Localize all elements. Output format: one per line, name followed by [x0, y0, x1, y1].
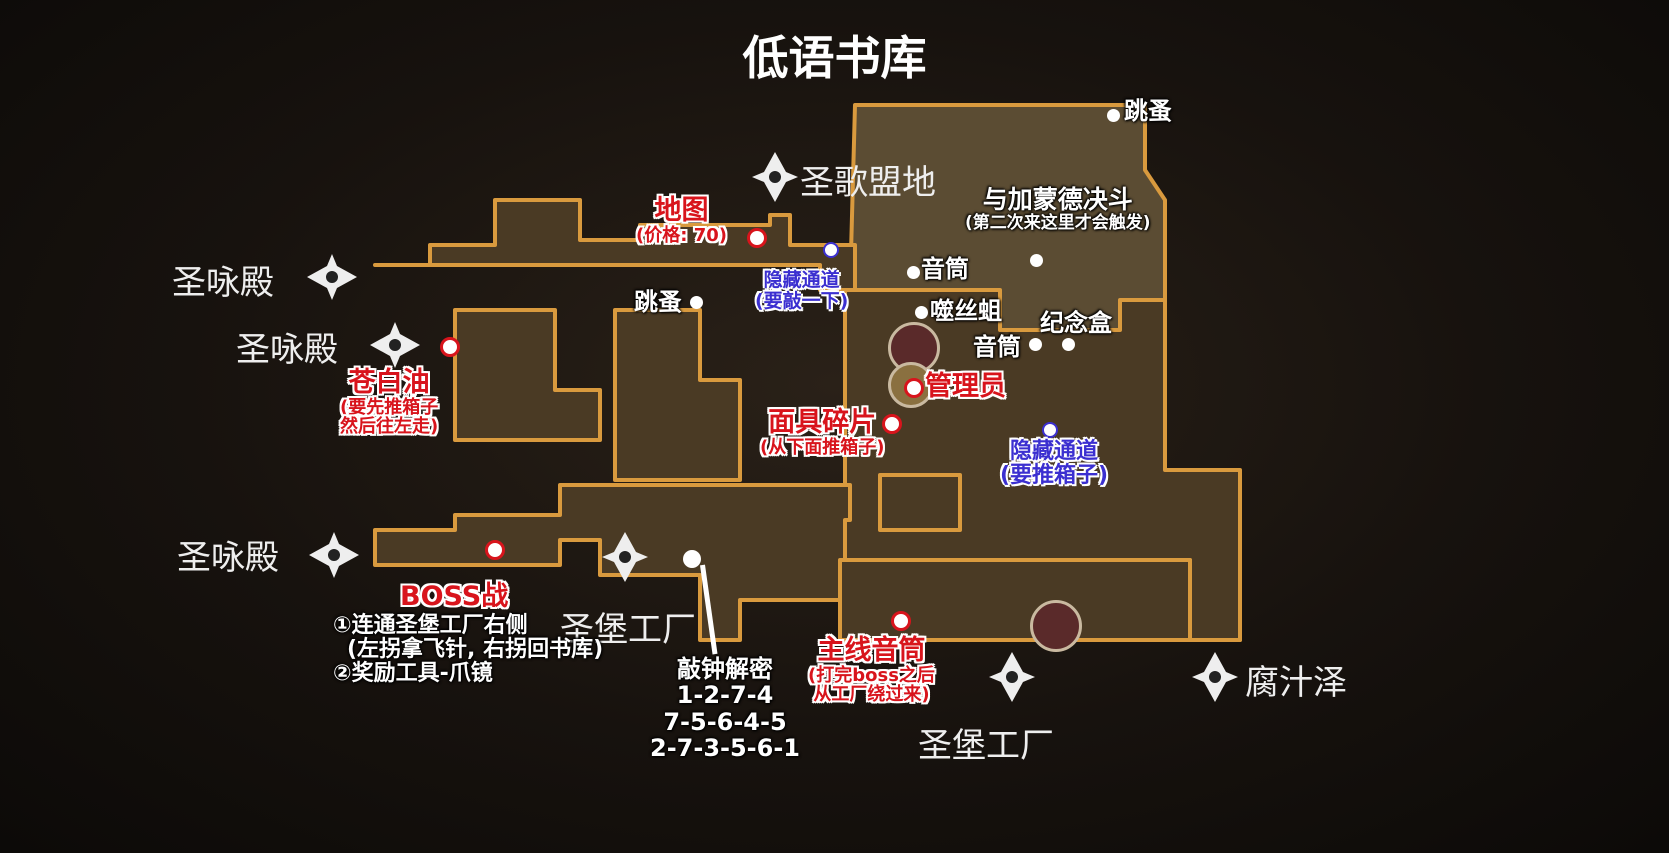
boss-note-1: ①连通圣堡工厂右侧: [333, 613, 528, 638]
boss-title: BOSS战: [400, 581, 509, 612]
hidden-2-title: 隐藏通道: [1010, 439, 1099, 464]
area-hall-1: 圣咏殿: [172, 263, 274, 303]
duel-title: 与加蒙德决斗: [982, 185, 1133, 214]
boss-note-3: ②奖励工具-爪镜: [333, 661, 493, 687]
map-left-room: [453, 308, 602, 442]
bell-seq-3: 2-7-3-5-6-1: [650, 734, 800, 763]
main-cylinder-note-2: 从工厂绕过来): [813, 684, 930, 706]
bell-puzzle-label: 敲钟解密 1-2-7-4 7-5-6-4-5 2-7-3-5-6-1: [650, 656, 800, 762]
pale-oil-label: 苍白油 (要先推箱子 然后往左走): [340, 368, 438, 437]
transition-icon[interactable]: [307, 528, 361, 582]
main-cylinder-title: 主线音筒: [817, 635, 926, 666]
area-hall-3: 圣咏殿: [177, 538, 279, 578]
hidden-passage-dot: [823, 242, 839, 258]
cylinder-2-label: 音筒: [973, 333, 1021, 361]
marker-dot: [915, 306, 928, 319]
marker-dot: [1062, 338, 1075, 351]
pale-oil-dot: [440, 337, 460, 357]
duel-note: (第二次来这里才会触发): [965, 212, 1151, 233]
marker-dot: [1107, 109, 1120, 122]
silk-maggot-label: 噬丝蛆: [930, 297, 1002, 325]
bench-icon: [1030, 600, 1082, 652]
hidden-1-title: 隐藏通道: [763, 269, 840, 291]
bell-title: 敲钟解密: [677, 655, 773, 683]
mask-shard-title: 面具碎片: [768, 407, 877, 438]
page-title: 低语书库: [742, 31, 927, 85]
area-factory-2: 圣堡工厂: [918, 726, 1054, 766]
marker-dot: [907, 266, 920, 279]
main-cylinder-dot: [891, 611, 911, 631]
map-lower-corridor: [373, 483, 852, 642]
mask-shard-dot: [882, 414, 902, 434]
hidden-passage-dot: [1042, 422, 1058, 438]
map-seller-dot: [747, 228, 767, 248]
pale-oil-title: 苍白油: [348, 367, 430, 398]
bell-seq-2: 7-5-6-4-5: [663, 707, 787, 736]
boss-note-2: (左拐拿飞针, 右拐回书库): [347, 637, 604, 663]
map-title: 地图: [654, 195, 709, 226]
main-cylinder-note-1: (打完boss之后: [808, 664, 935, 686]
map-central-column: [613, 308, 742, 482]
hidden-1-note: (要敲一下): [755, 289, 849, 312]
flea-top-label: 跳蚤: [1124, 97, 1172, 125]
duel-label: 与加蒙德决斗 (第二次来这里才会触发): [965, 186, 1151, 232]
marker-dot: [1030, 254, 1043, 267]
memento-label: 纪念盒: [1040, 309, 1112, 337]
flea-mid-label: 跳蚤: [634, 288, 682, 316]
pale-oil-note-2: 然后往左走): [340, 416, 439, 438]
boss-dot: [485, 540, 505, 560]
librarian-label: 管理员: [925, 372, 1006, 402]
area-factory-1: 圣堡工厂: [560, 610, 696, 650]
cylinder-1-label: 音筒: [921, 255, 969, 283]
transition-icon[interactable]: [985, 650, 1039, 704]
hidden-passage-2-label: 隐藏通道 (要推箱子): [1000, 439, 1109, 489]
mask-shard-label: 面具碎片 (从下面推箱子): [760, 408, 884, 457]
boss-notes: ①连通圣堡工厂右侧 (左拐拿飞针, 右拐回书库) ②奖励工具-爪镜: [333, 613, 604, 687]
hidden-2-note: (要推箱子): [1000, 463, 1109, 489]
marker-dot: [1029, 338, 1042, 351]
pale-oil-note-1: (要先推箱子: [340, 396, 439, 418]
transition-icon[interactable]: [368, 318, 422, 372]
librarian-dot: [904, 378, 924, 398]
map-note: (价格: 70): [636, 224, 727, 246]
area-chant-grounds: 圣歌盟地: [800, 163, 936, 203]
hidden-passage-1-label: 隐藏通道 (要敲一下): [755, 270, 848, 312]
bell-seq-1: 1-2-7-4: [676, 681, 774, 710]
transition-icon[interactable]: [598, 530, 652, 584]
transition-icon[interactable]: [748, 150, 802, 204]
transition-icon[interactable]: [305, 250, 359, 304]
marker-dot: [683, 550, 701, 568]
boss-label: BOSS战: [400, 582, 508, 612]
area-swamp: 腐汁泽: [1245, 663, 1347, 703]
map-room-small: [878, 473, 962, 532]
map-seller-label: 地图 (价格: 70): [636, 196, 727, 245]
main-cylinder-label: 主线音筒 (打完boss之后 从工厂绕过来): [808, 636, 935, 705]
map-bottom-room: [838, 558, 1192, 642]
area-hall-2: 圣咏殿: [236, 330, 338, 370]
mask-shard-note: (从下面推箱子): [760, 436, 885, 458]
marker-dot: [690, 296, 703, 309]
transition-icon[interactable]: [1188, 650, 1242, 704]
librarian-title: 管理员: [925, 371, 1006, 402]
